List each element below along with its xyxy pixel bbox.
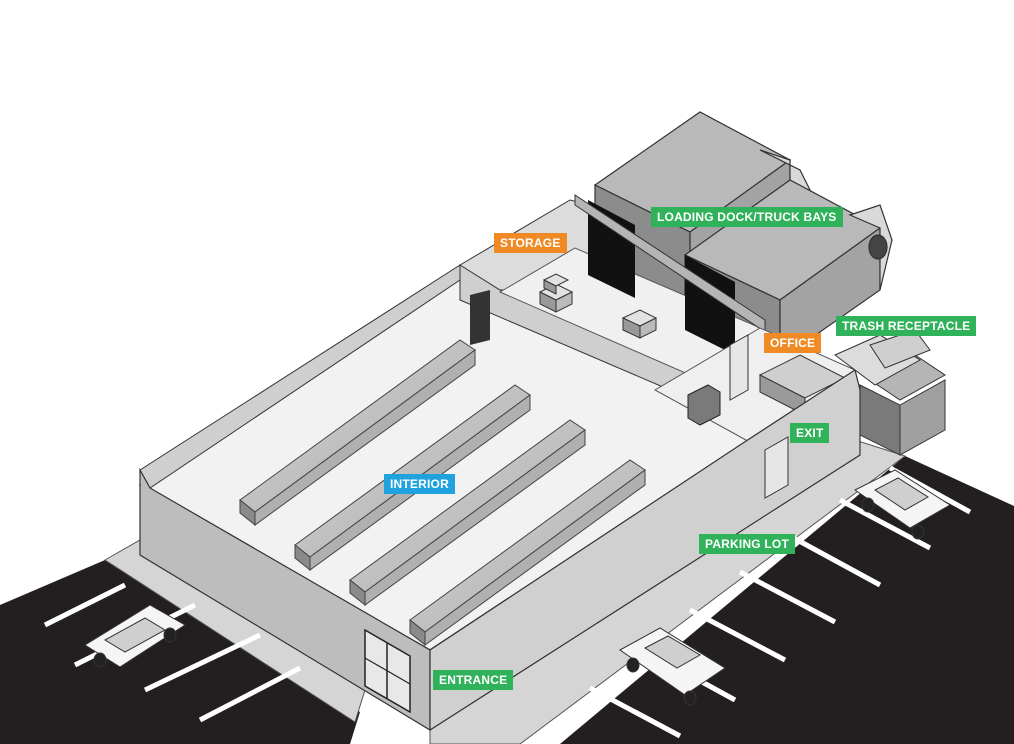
car-left xyxy=(84,604,186,668)
storage-boxes xyxy=(538,273,658,339)
parking-lines-right xyxy=(588,465,972,739)
shelf-4 xyxy=(409,459,646,647)
entrance-label: ENTRANCE xyxy=(433,670,514,690)
office-safe xyxy=(687,384,721,426)
shelf-1 xyxy=(239,339,476,527)
car-middle xyxy=(619,627,726,706)
exit-label: EXIT xyxy=(790,423,830,443)
office-label: OFFICE xyxy=(764,333,822,353)
loading-dock-label: LOADING DOCK/TRUCK BAYS xyxy=(651,207,843,227)
storage-label: STORAGE xyxy=(494,233,567,253)
loading-door-1 xyxy=(588,200,635,298)
exit-door xyxy=(764,436,789,499)
shelf-3 xyxy=(349,419,586,607)
office-door xyxy=(729,334,749,401)
car-right xyxy=(854,469,951,540)
trash-receptacle-label: TRASH RECEPTACLE xyxy=(836,316,977,336)
storage-back-door xyxy=(470,290,490,345)
parking-lot-label: PARKING LOT xyxy=(699,534,795,554)
interior-label: INTERIOR xyxy=(384,474,455,494)
parking-lot-left xyxy=(0,560,360,744)
